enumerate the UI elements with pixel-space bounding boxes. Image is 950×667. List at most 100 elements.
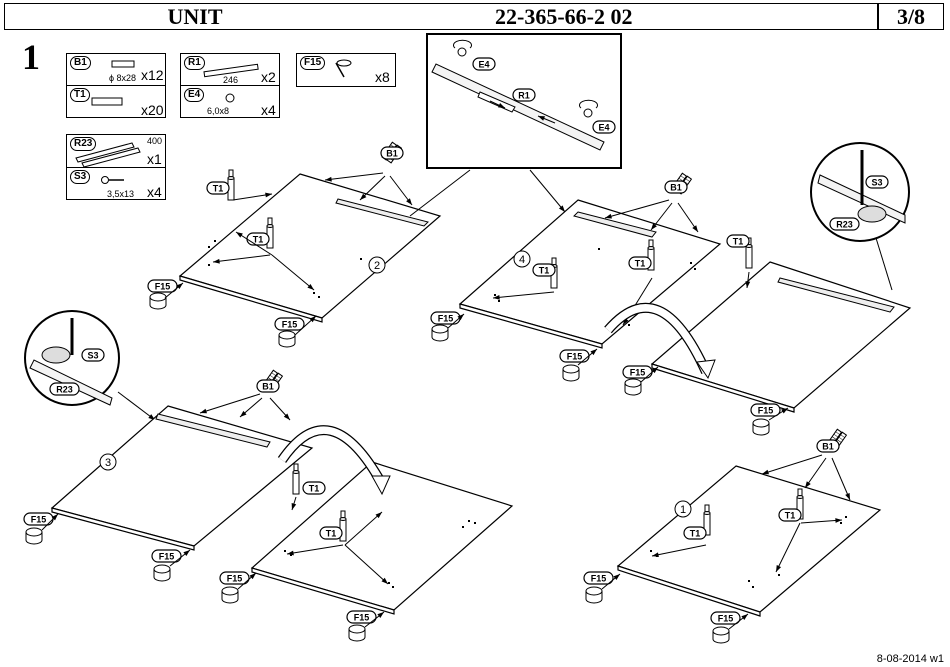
detail-right-wheel (857, 205, 887, 223)
callout-t1-p1b: T1 (785, 511, 796, 521)
callout-f15-p4b: F15 (567, 352, 583, 362)
t1-a-p6-collar (292, 470, 300, 474)
part-label-t1: T1 (70, 88, 90, 102)
callout-t1-p6b-frame (319, 526, 343, 540)
callout-b1-p1-frame (816, 439, 840, 453)
callout-s3-right: S3 (871, 178, 882, 188)
t1-arrow-p2d (271, 254, 315, 291)
callout-f15-p1a: F15 (591, 574, 607, 584)
hole-p4-6 (598, 248, 600, 250)
part-dim-r23: 400 (147, 136, 163, 146)
callout-f15-p1b: F15 (718, 614, 734, 624)
panel-2 (178, 173, 442, 319)
callout-f15-p6b-frame (346, 610, 377, 624)
callout-e4-b-frame (592, 120, 616, 134)
t1-arrow-p1c-head (835, 518, 842, 523)
callout-f15-p2b: F15 (282, 320, 298, 330)
part-qty-b1: x12 (141, 67, 164, 83)
b1-pegs-p1-groove-0-9 (832, 436, 837, 440)
step-number: 1 (22, 37, 40, 77)
icon-s3-screw (101, 176, 109, 184)
leader-detail-circle-left (117, 391, 156, 421)
leader-detail-right-head (558, 205, 565, 212)
panel-1 (616, 465, 882, 613)
f15-arrow-p6a-head (249, 573, 256, 580)
f15-arrow-p4a-head (457, 314, 464, 321)
panel-number-4: 4 (519, 254, 525, 266)
panel-5-edge (651, 363, 795, 413)
part-label-b1: B1 (70, 56, 91, 70)
panel-3-edge (51, 507, 195, 551)
hole-p6-4 (468, 520, 470, 522)
callout-t1-p5-frame (726, 234, 750, 248)
screw-e4-a (457, 47, 467, 57)
icon-r23-rail-a (75, 142, 135, 163)
callout-b1-p3-frame (256, 379, 280, 393)
hole-p6-0 (284, 550, 286, 552)
part-qty-e4: x4 (261, 102, 276, 118)
callout-f15-p2a: F15 (155, 282, 171, 292)
icon-r1-rail (203, 63, 259, 78)
hole-p4-5 (694, 268, 696, 270)
header-bar: UNIT 22-365-66-2 02 3/8 (4, 3, 944, 30)
b1-arrow-p2b-head (360, 193, 367, 200)
panel-number-3-circle (99, 453, 117, 471)
hole-p1-4 (778, 574, 780, 576)
foot-f15-p3a (25, 527, 43, 537)
hole-p6-2 (388, 582, 390, 584)
detail-circle-right (810, 142, 910, 242)
rail-r23-panel3 (155, 413, 271, 448)
callout-r23-right: R23 (836, 220, 853, 230)
callout-t1-p4a: T1 (539, 266, 550, 276)
callout-t1-p2a-frame (206, 181, 230, 195)
part-dim-e4: 6,0x8 (207, 106, 230, 116)
callout-t1-p6b: T1 (326, 529, 337, 539)
f15-arrow-p5a-head (651, 367, 658, 374)
header-divider (877, 4, 879, 29)
callout-b1-p3: B1 (262, 382, 274, 392)
hole-p2-4 (318, 296, 320, 298)
b1-arrow-p3a (199, 393, 261, 414)
foot-f15-p4a (431, 324, 449, 334)
icon-b1-dowel (111, 60, 135, 68)
product-code: 22-365-66-2 02 (495, 3, 633, 29)
callout-f15-p2b-frame (274, 317, 305, 331)
part-dim-s3: 3,5x13 (107, 189, 135, 199)
hole-p1-0 (650, 550, 652, 552)
b1-arrow-p1a (761, 454, 823, 475)
icon-t1-bolt (91, 97, 123, 106)
t1-arrow-p6b (286, 544, 344, 555)
b1-arrow-p1a-head (762, 469, 769, 475)
f15-arrow-p3a-head (51, 514, 58, 521)
callout-t1-p1a: T1 (690, 529, 701, 539)
flip-arrow-left (278, 426, 386, 486)
flip-arrow-right-head (696, 359, 716, 380)
t1-b-p2-collar (266, 224, 274, 228)
t1-a-p2-collar (227, 176, 235, 180)
t1-arrow-p1c (800, 519, 843, 524)
callout-f15-p6a-frame (219, 571, 250, 585)
b1-arrow-p2a (324, 172, 384, 181)
page-number: 3/8 (896, 3, 926, 29)
t1-b-p1-collar (796, 495, 804, 499)
icon-e4-screw (225, 93, 235, 103)
hole-p4-1 (498, 300, 500, 302)
panel-number-3: 3 (105, 457, 111, 469)
callout-t1-p5: T1 (733, 237, 744, 247)
part-qty-r23: x1 (147, 151, 162, 167)
callout-f15-p1a-frame (583, 571, 614, 585)
flip-arrow-right (605, 304, 710, 374)
screw-e4-b (583, 108, 593, 118)
t1-arrow-p1a (651, 544, 707, 557)
b1-pegs-p1-groove-1-15 (840, 434, 845, 438)
callout-e4-a: E4 (478, 60, 489, 70)
callout-e4-a-frame (472, 57, 496, 71)
b1-pegs-p1-groove-1-12 (838, 436, 844, 441)
part-label-r23: R23 (70, 137, 97, 151)
b1-pegs-p1-groove-0-15 (835, 431, 840, 435)
t1-b-p4-collar (647, 246, 655, 250)
f15-arrow-p1b-head (741, 614, 748, 620)
hole-p2-0 (208, 246, 210, 248)
part-label-f15: F15 (300, 56, 326, 70)
foot-f15-p5a (624, 378, 642, 388)
